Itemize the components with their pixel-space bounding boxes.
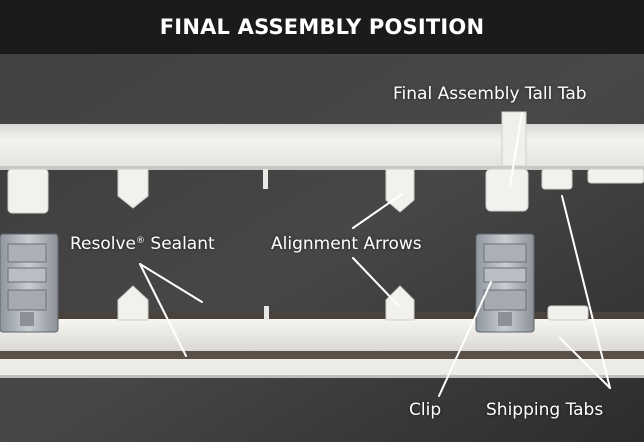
assembly-photo [0, 54, 644, 442]
leader-shipping-2 [559, 337, 611, 389]
leader-sealant-1 [139, 263, 203, 303]
leader-arrows-up [352, 193, 403, 229]
top-tabs [7, 168, 644, 214]
figure-title: FINAL ASSEMBLY POSITION [159, 15, 485, 39]
label-final-assembly-tall-tab: Final Assembly Tall Tab [393, 84, 587, 104]
leader-tall-tab [509, 112, 523, 187]
label-resolve-sealant: Resolve® Sealant [70, 234, 215, 254]
registered-mark: ® [136, 236, 146, 246]
label-resolve-name: Resolve [70, 234, 137, 254]
bottom-rail [0, 312, 644, 378]
label-alignment-arrows: Alignment Arrows [271, 234, 422, 254]
leader-shipping-1 [561, 195, 611, 389]
top-rail [0, 124, 644, 170]
label-clip: Clip [409, 400, 442, 420]
title-bar: FINAL ASSEMBLY POSITION [0, 0, 644, 54]
clip-left [0, 233, 59, 333]
leader-arrows-down [352, 257, 399, 306]
leader-clip [438, 281, 492, 397]
leader-sealant-2 [139, 263, 187, 357]
shipping-tab [541, 168, 573, 190]
label-sealant-word: Sealant [145, 234, 215, 254]
bottom-tabs [117, 285, 589, 321]
label-shipping-tabs: Shipping Tabs [486, 400, 604, 420]
clip-right [475, 233, 535, 333]
